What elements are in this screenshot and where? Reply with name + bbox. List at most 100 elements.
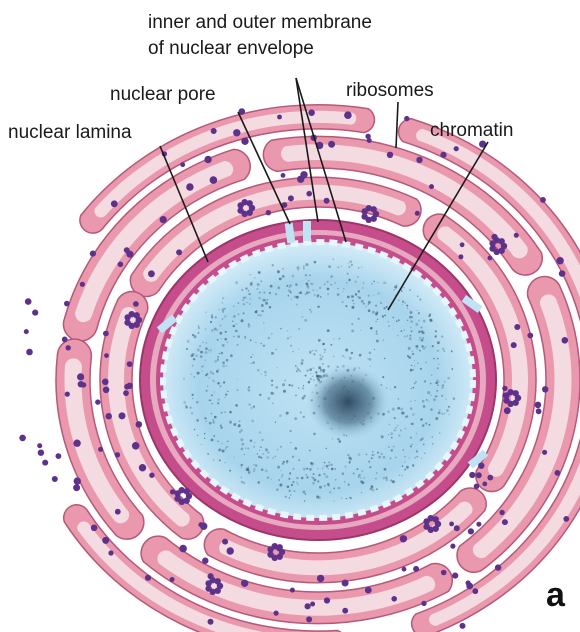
chromatin-speck [185,406,188,409]
chromatin-speck [416,323,419,326]
chromatin-speck [411,423,413,425]
chromatin-speck [255,342,256,343]
ribosome [290,588,295,593]
chromatin-speck [271,380,273,382]
chromatin-speck [309,309,311,311]
chromatin-speck [332,438,333,439]
chromatin-speck [290,291,292,293]
chromatin-speck [242,299,243,300]
chromatin-speck [388,434,389,435]
chromatin-speck [205,328,207,330]
chromatin-speck [349,266,351,268]
ribosome [450,544,455,549]
ribosome [478,463,484,469]
chromatin-speck [276,386,278,388]
ribosome [127,361,133,367]
chromatin-speck [358,267,360,269]
chromatin-speck [241,464,243,466]
ribosome [441,570,447,576]
chromatin-speck [394,386,396,388]
chromatin-speck [451,368,453,370]
chromatin-speck [287,338,289,340]
chromatin-speck [219,459,221,461]
chromatin-speck [222,361,225,364]
chromatin-speck [252,354,254,356]
chromatin-speck [271,384,273,386]
chromatin-speck [382,315,384,317]
chromatin-speck [218,309,220,311]
ribosome [415,211,420,216]
chromatin-speck [282,268,284,270]
chromatin-speck [375,478,376,479]
chromatin-speck [204,433,205,434]
chromatin-speck [288,295,290,297]
chromatin-speck [199,345,201,347]
ribosome [499,238,505,244]
chromatin-speck [324,465,325,466]
chromatin-speck [262,439,264,441]
chromatin-speck [409,309,410,310]
chromatin-speck [237,389,239,391]
chromatin-speck [308,381,311,384]
chromatin-speck [192,365,194,367]
chromatin-speck [251,420,254,423]
chromatin-speck [204,417,206,419]
ribosome [416,157,422,163]
chromatin-speck [357,276,358,277]
chromatin-speck [423,337,425,339]
chromatin-speck [312,376,314,378]
ribosome [468,528,474,534]
ribosome [562,337,569,344]
chromatin-speck [216,370,219,373]
ribosome [26,349,33,356]
chromatin-speck [429,314,431,316]
ribosome [170,577,175,582]
chromatin-speck [247,389,249,391]
chromatin-speck [439,409,440,410]
ribosome [502,519,508,525]
chromatin-speck [298,369,300,371]
chromatin-speck [423,444,425,446]
panel-letter: a [546,576,565,615]
chromatin-speck [285,496,287,498]
chromatin-speck [187,340,190,343]
ribosome [513,390,519,396]
chromatin-speck [354,281,356,283]
chromatin-speck [197,372,200,375]
chromatin-speck [265,302,268,305]
chromatin-speck [248,386,250,388]
chromatin-speck [416,456,418,458]
chromatin-speck [374,349,375,350]
chromatin-speck [235,323,237,325]
chromatin-speck [344,357,345,358]
chromatin-speck [415,381,417,383]
chromatin-speck [297,367,299,369]
chromatin-speck [303,267,305,269]
chromatin-speck [385,477,387,479]
ribosome [38,450,44,456]
ribosome [65,392,70,397]
chromatin-speck [413,387,415,389]
chromatin-speck [246,302,247,303]
chromatin-speck [241,448,244,451]
chromatin-speck [185,405,186,406]
chromatin-speck [337,288,338,289]
chromatin-speck [353,472,355,474]
chromatin-speck [377,319,378,320]
chromatin-speck [439,432,441,434]
ribosome [306,191,312,197]
chromatin-speck [429,424,431,426]
chromatin-speck [305,274,307,276]
chromatin-speck [376,321,377,322]
chromatin-speck [245,336,246,337]
ribosome [514,233,519,238]
chromatin-speck [420,368,422,370]
ribosome [211,128,217,134]
chromatin-speck [327,365,329,367]
chromatin-speck [318,474,320,476]
chromatin-speck [388,446,390,448]
chromatin-speck [374,454,375,455]
chromatin-speck [332,258,334,260]
ribosome [37,443,42,448]
chromatin-speck [358,290,360,292]
